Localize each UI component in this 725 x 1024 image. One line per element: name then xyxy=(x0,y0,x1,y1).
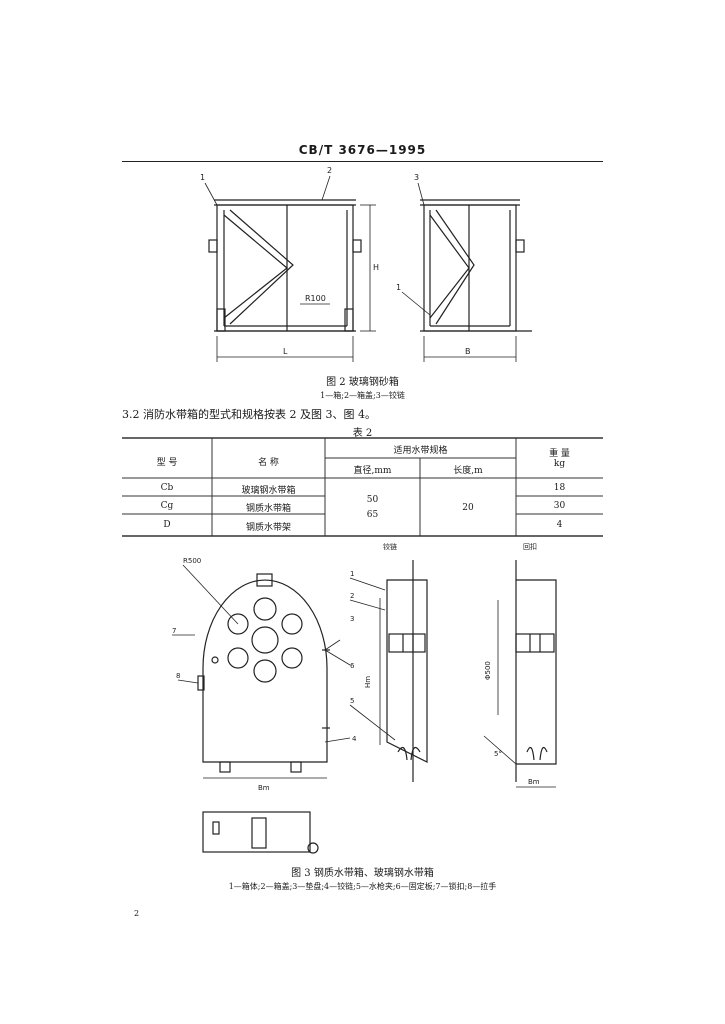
fig2-callout-1: 1 xyxy=(200,173,205,182)
th-weight-unit: kg xyxy=(553,459,566,469)
fig3-dim-h2: Φ500 xyxy=(484,661,492,680)
page-number: 2 xyxy=(134,909,140,918)
fig3-callout-2: 2 xyxy=(350,592,354,600)
th-diameter: 直径,mm xyxy=(353,466,392,476)
fig2-note: R100 xyxy=(305,294,326,303)
th-weight: 重 量 xyxy=(549,449,570,459)
cell-length: 20 xyxy=(462,503,474,513)
fig3-callout-7: 7 xyxy=(172,627,176,635)
fig3-callout-6: 6 xyxy=(350,662,355,670)
fig2-callout-3: 3 xyxy=(414,173,419,182)
cell-weight-3: 4 xyxy=(556,520,563,530)
cell-name-2: 钢质水带箱 xyxy=(245,504,291,514)
fig3-callout-3: 3 xyxy=(350,615,354,623)
cell-weight-1: 18 xyxy=(553,483,566,493)
th-model: 型 号 xyxy=(156,458,178,468)
fig3-dim-angle: 5° xyxy=(494,750,502,758)
th-hose-spec: 适用水带规格 xyxy=(393,446,448,456)
fig3-dim-side: Bm xyxy=(528,778,540,786)
table-2-title: 表 2 xyxy=(352,428,373,439)
fig2-callout-4: 1 xyxy=(396,283,401,292)
figure-2-caption: 图 2 玻璃钢砂箱 xyxy=(326,377,399,388)
figure-3-caption: 图 3 钢质水带箱、玻璃钢水带箱 xyxy=(291,868,434,879)
fig2-dim-width: B xyxy=(465,347,471,356)
cell-weight-2: 30 xyxy=(553,501,566,511)
section-3-2-text: 3.2 消防水带箱的型式和规格按表 2 及图 3、图 4。 xyxy=(122,408,376,421)
fig3-note-hinge: 铰链 xyxy=(383,542,397,551)
fig2-dim-length: L xyxy=(283,347,288,356)
fig3-callout-5: 5 xyxy=(350,697,354,705)
fig3-note-buckle: 回扣 xyxy=(523,542,537,551)
cell-model-1: Cb xyxy=(160,483,174,493)
fig3-callout-1: 1 xyxy=(350,570,354,578)
table-2: 型 号 名 称 适用水带规格 直径,mm 长度,m 重 量 kg Cb 玻璃钢水… xyxy=(122,438,603,536)
cell-diameter-1: 50 xyxy=(366,495,379,505)
figure-3-legend: 1—箱体;2—箱盖;3—垫盘;4—铰链;5—水枪夹;6—固定板;7—锁扣;8—拉… xyxy=(228,882,497,891)
fig3-dim-b: Bm xyxy=(258,784,270,792)
fig3-dim-h1: Hm xyxy=(364,676,372,688)
cell-model-2: Cg xyxy=(160,501,174,511)
standard-code: CB/T 3676—1995 xyxy=(298,143,427,157)
th-length: 长度,m xyxy=(453,466,483,476)
cell-diameter-2: 65 xyxy=(366,510,379,520)
fig2-dim-height: H xyxy=(373,263,379,272)
cell-model-3: D xyxy=(163,520,171,530)
cell-name-1: 玻璃钢水带箱 xyxy=(241,486,296,496)
fig3-radius: R500 xyxy=(183,557,201,565)
header-rule xyxy=(122,161,603,162)
cell-name-3: 钢质水带架 xyxy=(245,523,291,533)
fig3-callout-8: 8 xyxy=(176,672,180,680)
th-name: 名 称 xyxy=(258,458,279,468)
fig2-callout-2: 2 xyxy=(327,166,332,175)
figure-2-legend: 1—箱;2—箱盖;3—铰链 xyxy=(320,391,405,400)
fig3-callout-4: 4 xyxy=(352,735,357,743)
